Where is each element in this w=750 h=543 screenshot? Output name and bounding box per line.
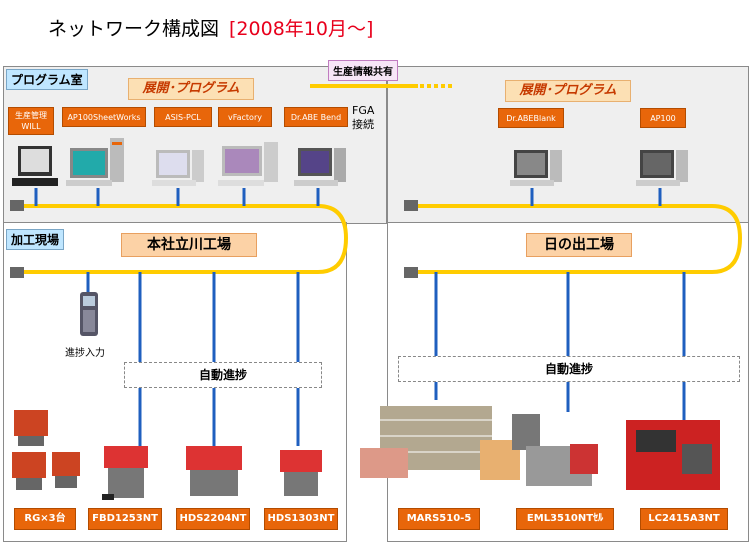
left-factory-name: 本社立川工場 bbox=[121, 233, 257, 257]
computer-icon bbox=[510, 150, 562, 186]
machine-label-hds2204nt: HDS2204NT bbox=[176, 508, 250, 530]
office-tag: プログラム室 bbox=[6, 69, 88, 90]
terminal-icon bbox=[80, 292, 98, 336]
software-box-asis: ASIS-PCL bbox=[154, 107, 212, 127]
software-box-sheetworks: AP100SheetWorks bbox=[62, 107, 146, 127]
hub-square bbox=[10, 200, 24, 211]
machine-label-hds1303nt: HDS1303NT bbox=[264, 508, 338, 530]
hub-square bbox=[404, 200, 418, 211]
computer-icon bbox=[12, 146, 58, 186]
right-auto-progress: 自動進捗 bbox=[398, 356, 740, 382]
share-label: 生産情報共有 bbox=[328, 60, 398, 81]
title-main: ネットワーク構成図 bbox=[48, 18, 220, 40]
machine-label-eml3510nt: EML3510NTｾﾙ bbox=[516, 508, 614, 530]
right-factory-name: 日の出工場 bbox=[526, 233, 632, 257]
title-range: [2008年10月～] bbox=[229, 18, 374, 40]
press-brake-icon bbox=[186, 446, 242, 496]
right-network-loop bbox=[412, 204, 743, 274]
terminal-label: 進捗入力 bbox=[65, 348, 105, 359]
shop-tag: 加工現場 bbox=[6, 229, 65, 250]
hub-square bbox=[10, 267, 24, 278]
software-box-will: 生産管理 WILL bbox=[8, 107, 54, 135]
hub-square bbox=[404, 267, 418, 278]
left-network-loop bbox=[22, 204, 349, 274]
machine-label-lc2415a3nt: LC2415A3NT bbox=[640, 508, 728, 530]
software-box-vfactory: vFactory bbox=[218, 107, 272, 127]
software-box-abe-bend: Dr.ABE Bend bbox=[284, 107, 348, 127]
computer-icon bbox=[66, 138, 124, 186]
punch-cell-icon bbox=[512, 414, 598, 486]
right-office-banner: 展開･プログラム bbox=[505, 80, 631, 102]
page-title: ネットワーク構成図 [2008年10月～] bbox=[48, 14, 373, 41]
fga-label: FGA 接続 bbox=[352, 104, 375, 131]
computer-icon bbox=[152, 150, 204, 186]
machine-label-mars510: MARS510-5 bbox=[398, 508, 480, 530]
press-brake-icon bbox=[102, 446, 148, 500]
computer-icon bbox=[294, 148, 346, 186]
storage-tower-icon bbox=[360, 406, 520, 480]
press-brake-icon bbox=[280, 450, 322, 496]
computer-icon bbox=[636, 150, 688, 186]
computer-icon bbox=[218, 142, 278, 186]
left-auto-progress: 自動進捗 bbox=[124, 362, 322, 388]
left-office-banner: 展開･プログラム bbox=[128, 78, 254, 100]
machine-label-rg: RG×3台 bbox=[14, 508, 76, 530]
software-box-ap100: AP100 bbox=[640, 108, 686, 128]
machine-label-fbd1253nt: FBD1253NT bbox=[88, 508, 162, 530]
press-brake-icon bbox=[12, 410, 80, 490]
laser-punch-icon bbox=[626, 420, 720, 490]
software-box-abe-blank: Dr.ABEBlank bbox=[498, 108, 564, 128]
